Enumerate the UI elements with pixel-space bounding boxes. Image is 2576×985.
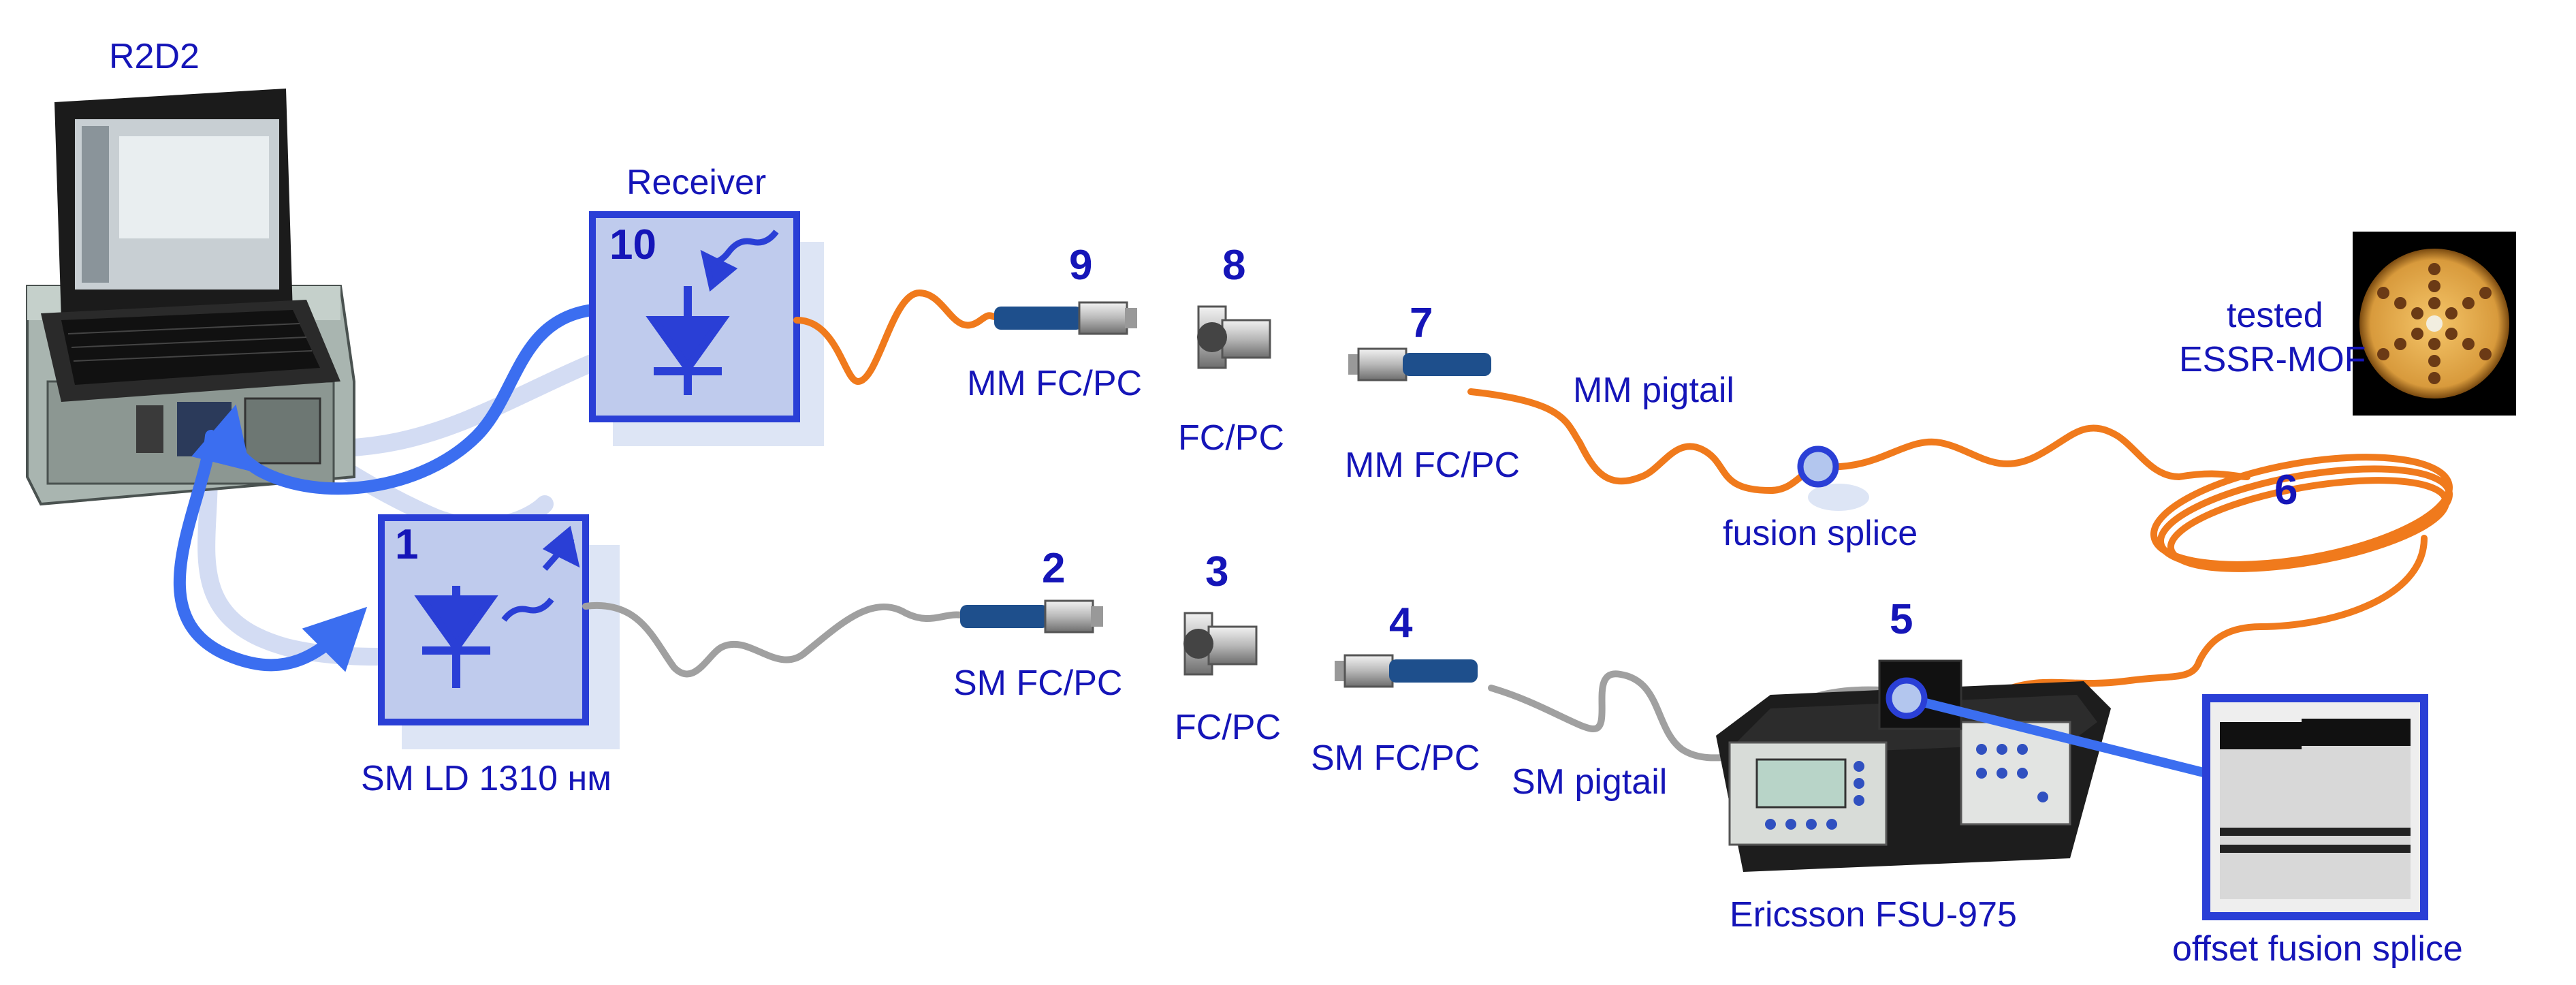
- mm-fcpc-7-label: MM FC/PC: [1345, 445, 1520, 485]
- signal-arrows: [173, 304, 599, 672]
- laser-diode-box: 1 SM LD 1310 нм: [361, 514, 620, 798]
- connector-7-mm-fcpc: 7 MM FC/PC MM pigtail: [1345, 300, 1734, 485]
- number-2: 2: [1042, 545, 1065, 592]
- mm-fcpc-9-label: MM FC/PC: [967, 364, 1142, 403]
- offset-splice-inset: offset fusion splice: [2172, 694, 2463, 969]
- multimode-fiber-path: [793, 289, 2453, 705]
- essr-mof-cross-section: tested ESSR-MOF 6: [2179, 232, 2516, 514]
- computer-r2d2: R2D2: [26, 37, 355, 506]
- fusion-splicer-device: 5 Ericsson FSU-975: [1716, 596, 2111, 935]
- number-5: 5: [1890, 596, 1913, 643]
- fusion-splice-label: fusion splice: [1723, 514, 1918, 553]
- light-in-icon: [700, 230, 779, 292]
- number-10: 10: [609, 221, 656, 268]
- number-7: 7: [1410, 300, 1433, 347]
- connector-2-sm-fcpc: 2 SM FC/PC: [953, 545, 1122, 703]
- control-arrow-to-laser: [173, 430, 368, 672]
- number-4: 4: [1389, 599, 1413, 646]
- connector-9-mm-fcpc: 9 MM FC/PC: [967, 242, 1142, 403]
- offset-splice-label: offset fusion splice: [2172, 929, 2463, 969]
- tested-label-line2: ESSR-MOF: [2179, 340, 2366, 379]
- sm-fcpc-4-label: SM FC/PC: [1311, 738, 1480, 778]
- number-8: 8: [1222, 242, 1245, 289]
- number-6: 6: [2274, 467, 2297, 514]
- receiver-label: Receiver: [626, 163, 766, 202]
- sm-pigtail-label: SM pigtail: [1512, 762, 1667, 802]
- number-9: 9: [1069, 242, 1092, 289]
- adapter-3-label: FC/PC: [1175, 708, 1281, 747]
- data-arrow-from-receiver: [191, 304, 599, 495]
- light-out-icon: [501, 525, 580, 622]
- connector-4-sm-fcpc: 4 SM FC/PC SM pigtail: [1311, 599, 1667, 802]
- sm-fcpc-2-label: SM FC/PC: [953, 663, 1122, 703]
- offset-splice-point: [1886, 677, 2221, 781]
- fusion-splice-mm: fusion splice: [1723, 445, 1918, 553]
- receiver-photodiode-box: 10 Receiver: [589, 163, 824, 446]
- mm-pigtail-label: MM pigtail: [1573, 371, 1734, 410]
- adapter-3-fcpc: 3 FC/PC: [1175, 548, 1281, 747]
- tested-label-line1: tested: [2227, 296, 2323, 335]
- computer-label: R2D2: [109, 37, 200, 76]
- laser-label: SM LD 1310 нм: [361, 759, 611, 798]
- number-3: 3: [1205, 548, 1228, 595]
- splicer-label: Ericsson FSU-975: [1730, 895, 2017, 935]
- adapter-8-label: FC/PC: [1178, 418, 1284, 458]
- number-1: 1: [395, 521, 418, 568]
- adapter-8-fcpc: 8 FC/PC: [1178, 242, 1284, 458]
